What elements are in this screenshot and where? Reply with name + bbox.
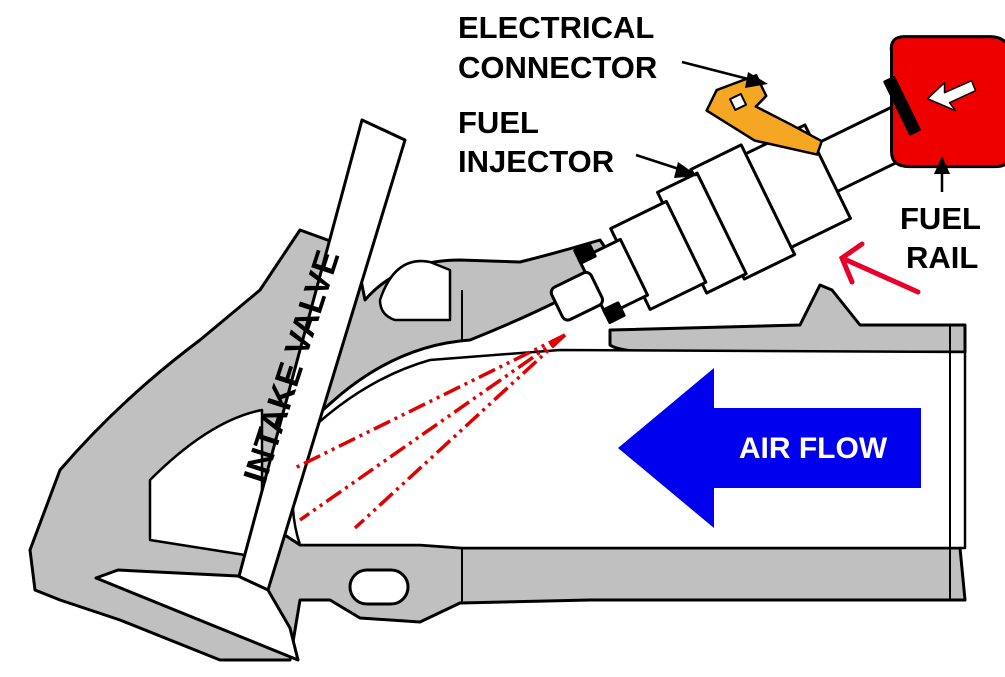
bolt-slot (348, 568, 410, 606)
air-flow-indicator: AIR FLOW (618, 368, 921, 528)
fuel-rail (883, 35, 1005, 169)
o-ring-upper (573, 242, 597, 265)
leader-arrows (635, 60, 950, 192)
fuel-injector (549, 35, 1005, 324)
connector-leader-line (681, 60, 753, 82)
rail-leader-arrowhead (934, 156, 950, 174)
coolant-passage (378, 259, 452, 322)
valve-head (94, 568, 300, 662)
fuel-injector-label-line1: FUEL (458, 105, 539, 140)
injector-tip (549, 270, 605, 322)
callout-labels: ELECTRICAL CONNECTOR FUEL INJECTOR FUEL … (458, 10, 981, 275)
fuel-rail-label-line2: RAIL (906, 240, 978, 275)
spray-line (294, 333, 566, 470)
connector-leader-arrowhead (745, 72, 768, 88)
fuel-spray (294, 333, 567, 530)
injector-leader-line (635, 153, 683, 172)
electrical-connector (705, 74, 823, 156)
air-flow-label: AIR FLOW (739, 432, 888, 465)
injector-leader-arrowhead (674, 162, 698, 178)
connector-latch (729, 92, 748, 111)
o-ring-lower (602, 301, 626, 324)
fuel-flow-indicator (838, 241, 921, 295)
electrical-connector-label-line1: ELECTRICAL (458, 10, 654, 45)
flow-indicator-head (838, 241, 865, 285)
spray-line (298, 333, 567, 522)
fuel-rail-flow-arrow (926, 79, 977, 112)
fuel-rail-label-line1: FUEL (900, 201, 981, 236)
air-flow-arrow (618, 368, 921, 528)
flow-indicator-shaft (839, 255, 921, 295)
fuel-rail-seal (883, 76, 921, 136)
electrical-connector-label-line2: CONNECTOR (458, 50, 657, 85)
spray-line (353, 333, 567, 530)
fuel-injector-label-line2: INJECTOR (458, 144, 614, 179)
